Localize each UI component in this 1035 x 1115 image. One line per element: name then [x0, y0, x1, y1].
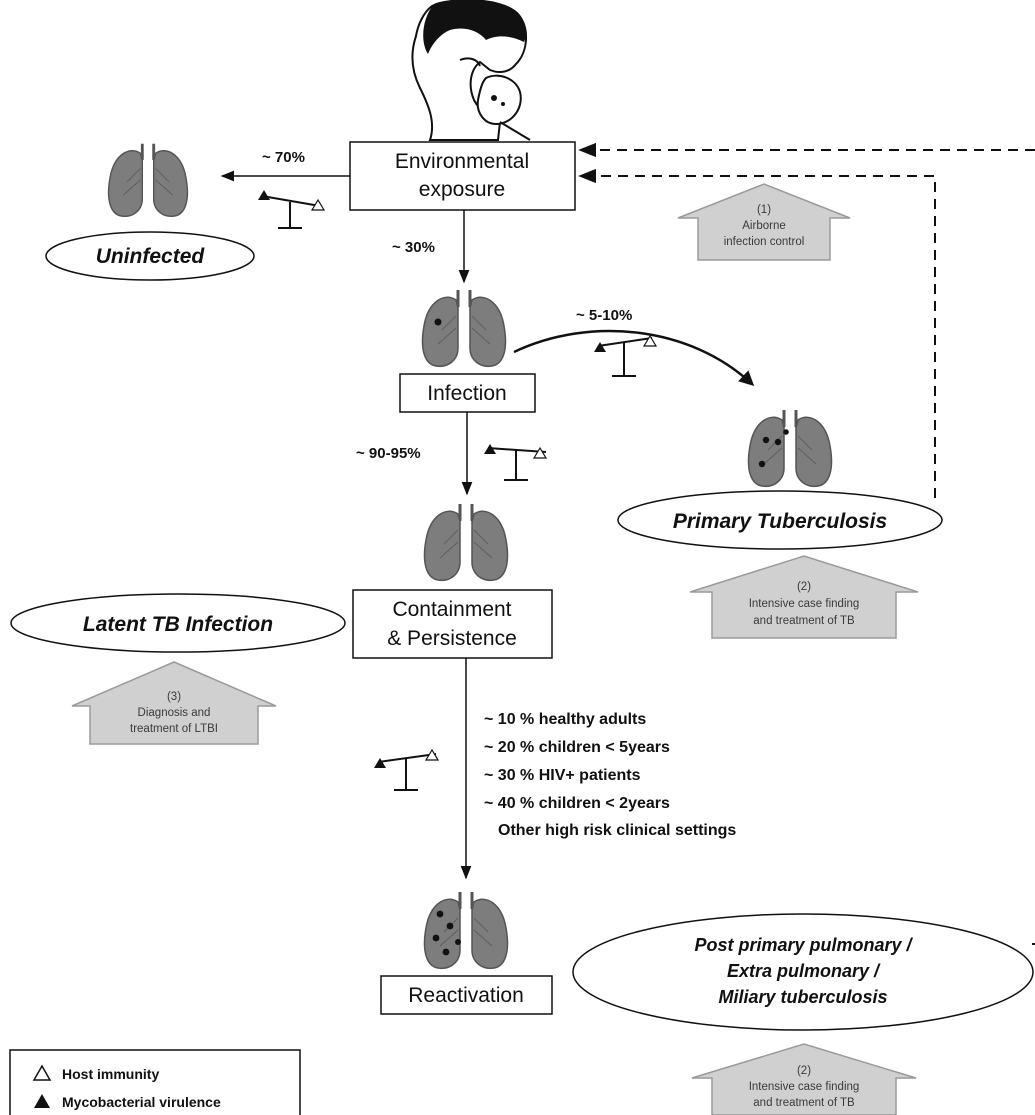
uninfected-percent: ~ 70%: [262, 149, 305, 166]
risk-item: ~ 10 % healthy adults: [484, 711, 646, 728]
risk-item: Other high risk clinical settings: [498, 822, 736, 839]
case-finding-primary-number: (2): [797, 581, 811, 593]
coughing-person-icon: [411, 0, 531, 141]
uninfected-label: Uninfected: [96, 245, 206, 268]
intervention-case-finding-house-post: (2) Intensive case finding and treatment…: [691, 1043, 917, 1115]
uninfected-ellipse: [45, 231, 255, 281]
lung-reactivation-icon: [423, 890, 509, 970]
intervention-ltbi-house: (3) Diagnosis and treatment of LTBI: [71, 661, 277, 745]
ltbi-line2: treatment of LTBI: [130, 723, 218, 735]
lung-primary-tb-icon: [747, 408, 833, 488]
post-primary-line1: Post primary pulmonary /: [694, 935, 913, 955]
balance-scale-icon: [484, 444, 548, 481]
latent-tb-label: Latent TB Infection: [83, 613, 273, 636]
case-finding-post-line1: Intensive case finding: [749, 1081, 860, 1093]
balance-scale-icon: [258, 190, 326, 229]
feedback-dashed-lines: [578, 142, 1035, 498]
case-finding-primary-line2: and treatment of TB: [753, 615, 855, 627]
reactivation-label: Reactivation: [408, 984, 524, 1007]
primary-tb-label: Primary Tuberculosis: [673, 510, 887, 533]
reactivation-risk-list: ~ 10 % healthy adults ~ 20 % children < …: [484, 711, 736, 839]
post-primary-ellipse: [572, 913, 1034, 1031]
airborne-line1: Airborne: [742, 220, 785, 232]
contained-percent: ~ 90-95%: [356, 445, 421, 462]
legend-virulence: Mycobacterial virulence: [62, 1094, 221, 1110]
post-primary-line3: Miliary tuberculosis: [718, 987, 887, 1007]
exposure-label-line2: exposure: [419, 178, 505, 201]
risk-item: ~ 20 % children < 5years: [484, 739, 670, 756]
lung-containment-icon: [423, 502, 509, 582]
infection-label: Infection: [427, 382, 506, 405]
ltbi-line1: Diagnosis and: [138, 707, 211, 719]
containment-label-line2: & Persistence: [387, 627, 517, 650]
risk-item: ~ 30 % HIV+ patients: [484, 767, 641, 784]
infected-percent: ~ 30%: [392, 239, 435, 256]
post-primary-line2: Extra pulmonary /: [727, 961, 881, 981]
reactivation-box: [380, 975, 553, 1015]
open-triangle-icon: [32, 1064, 52, 1081]
containment-box: [352, 589, 553, 659]
primary-tb-ellipse: [617, 490, 943, 550]
infection-box: [399, 373, 536, 413]
lung-uninfected-icon: [107, 142, 189, 218]
intervention-case-finding-house-primary: (2) Intensive case finding and treatment…: [689, 555, 919, 639]
legend-host: Host immunity: [62, 1066, 159, 1082]
legend: Host immunity Mycobacterial virulence: [9, 1049, 301, 1115]
case-finding-post-line2: and treatment of TB: [753, 1097, 855, 1109]
balance-scale-icon: [594, 334, 658, 377]
risk-item: ~ 40 % children < 2years: [484, 795, 670, 812]
latent-tb-ellipse: [10, 593, 346, 653]
filled-triangle-icon: [34, 1094, 50, 1108]
exposure-box: [349, 141, 576, 211]
exposure-label-line1: Environmental: [395, 150, 529, 173]
airborne-number: (1): [757, 204, 771, 216]
ltbi-number: (3): [167, 691, 181, 703]
primary-percent: ~ 5-10%: [576, 307, 632, 324]
case-finding-post-number: (2): [797, 1065, 811, 1077]
case-finding-primary-line1: Intensive case finding: [749, 598, 860, 610]
primary-tb-arrow: [513, 329, 755, 387]
containment-label-line1: Containment: [392, 598, 511, 621]
intervention-airborne-house: (1) Airborne infection control: [677, 183, 851, 261]
balance-scale-icon: [374, 748, 440, 791]
airborne-line2: infection control: [724, 236, 805, 248]
lung-infection-icon: [421, 288, 507, 368]
